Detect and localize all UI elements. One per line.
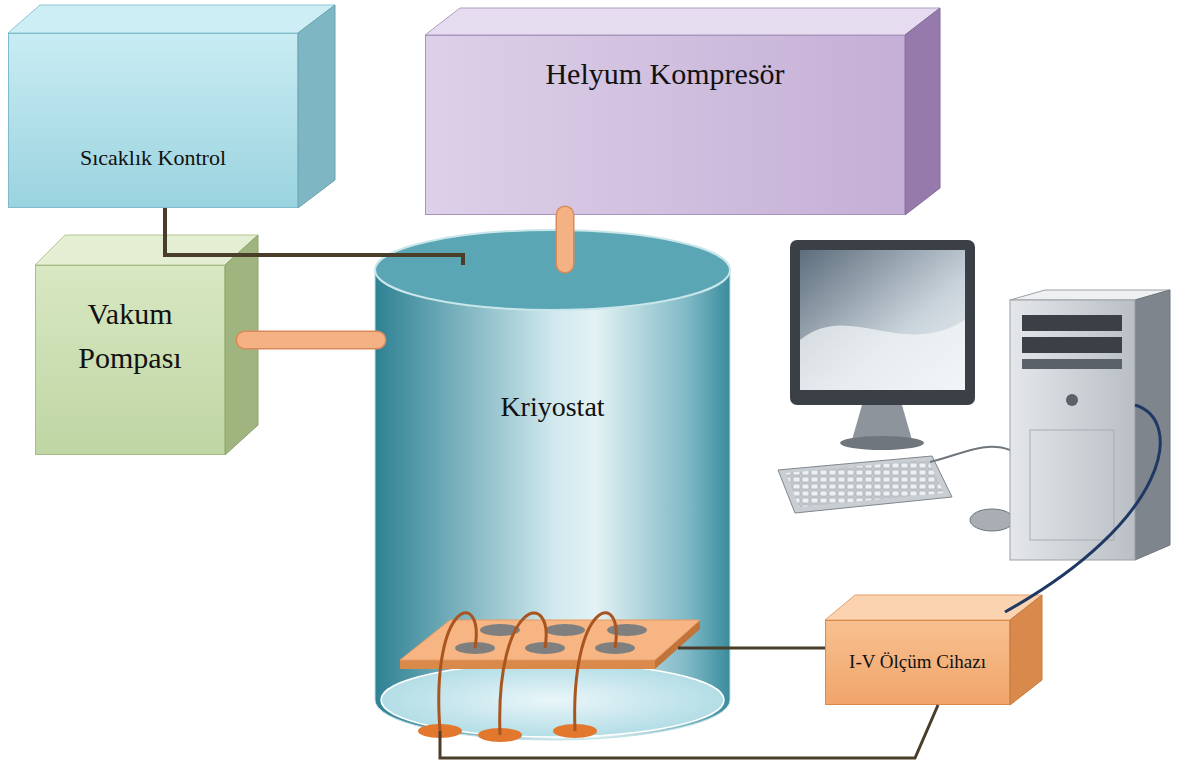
tower-panel — [1030, 430, 1114, 540]
computer-mouse — [970, 509, 1014, 531]
node-label: I-V Ölçüm Cihazı — [849, 651, 986, 674]
cylinder-body — [375, 270, 730, 740]
wire-connector — [678, 647, 825, 650]
bond-wire — [439, 613, 476, 731]
drive-bay — [1022, 337, 1122, 353]
pipe-outline — [245, 331, 377, 350]
cylinder-floor — [381, 663, 724, 737]
node-label: Helyum Kompresör — [545, 56, 784, 92]
pipe-outline — [556, 215, 575, 264]
box-top-face — [8, 5, 335, 33]
box-top-face — [425, 8, 940, 35]
node-label: Kriyostat — [500, 390, 604, 424]
sample-plate-edge — [400, 660, 655, 669]
monitor-bezel — [790, 240, 975, 405]
controller-box: Sıcaklık Kontrol — [8, 33, 298, 208]
power-button — [1066, 394, 1078, 406]
box-top-face — [825, 595, 1042, 620]
keyboard-cable — [930, 447, 1010, 462]
compressor-box: Helyum Kompresör — [425, 35, 905, 215]
pipe-connector — [245, 332, 377, 348]
node-label: Sıcaklık Kontrol — [80, 145, 226, 171]
cryostat-cylinder: Kriyostat — [375, 228, 730, 743]
cylinder-shape — [375, 228, 730, 743]
bond-wire — [575, 613, 617, 731]
sample-contact — [607, 624, 647, 636]
keyboard-keys — [786, 460, 944, 507]
monitor-base — [840, 436, 924, 450]
tower-side — [1135, 290, 1170, 560]
drive-bay — [1022, 315, 1122, 331]
monitor-screen — [800, 250, 965, 390]
pipe-connector — [557, 215, 573, 264]
screen-wave — [800, 320, 965, 390]
measurement-box: I-V Ölçüm Cihazı — [825, 620, 1010, 705]
pump-box: Vakum Pompası — [35, 265, 225, 455]
wire-connector — [165, 208, 463, 265]
bond-wire — [500, 613, 546, 735]
drive-bay — [1022, 359, 1122, 369]
box-side-face — [905, 8, 940, 215]
sample-contact — [545, 624, 585, 636]
box-side-face — [298, 5, 335, 208]
node-label: Vakum Pompası — [55, 292, 205, 379]
box-top-face — [35, 235, 258, 265]
computer-cable — [1005, 405, 1160, 612]
monitor-stand — [852, 405, 912, 440]
tower-front — [1010, 300, 1135, 560]
wire-connector — [440, 705, 938, 758]
cylinder-top — [375, 230, 730, 310]
keyboard — [778, 456, 952, 513]
box-side-face — [1010, 595, 1042, 705]
